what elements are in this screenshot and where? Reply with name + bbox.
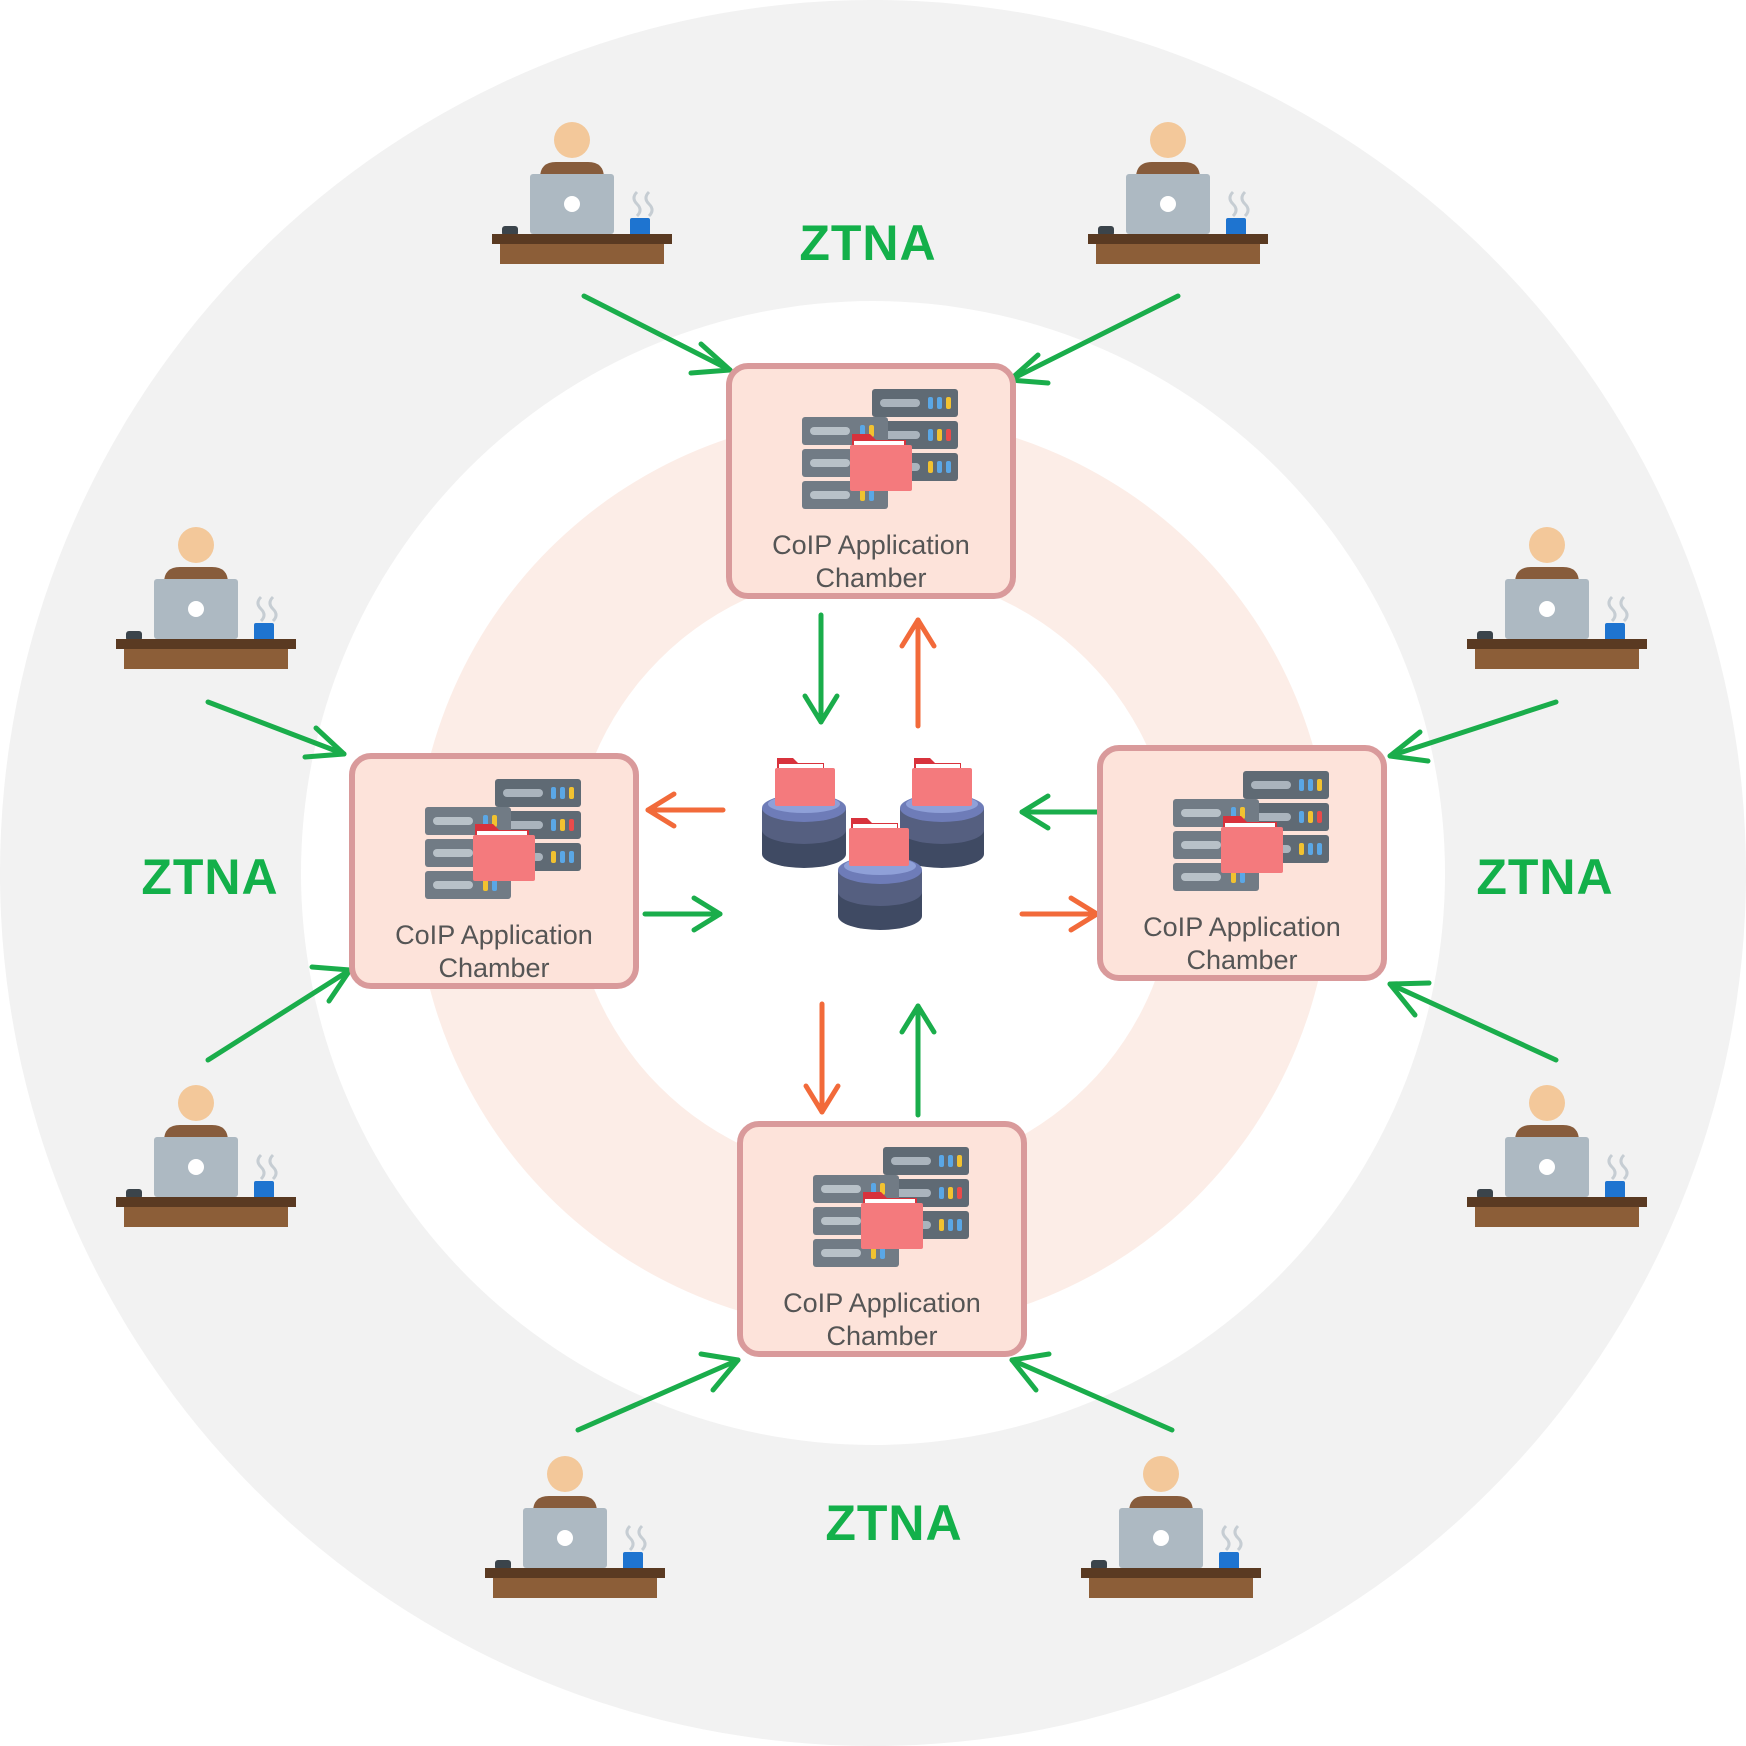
access-arrow [205, 699, 347, 760]
inbound-data-arrow [1019, 793, 1100, 831]
outbound-data-arrow [899, 617, 937, 729]
server-rack-with-folder-icon [425, 779, 581, 899]
access-arrow [581, 293, 733, 376]
access-arrow [575, 1351, 741, 1433]
ztna-label: ZTNA [825, 1495, 963, 1551]
outbound-data-arrow [803, 1001, 841, 1115]
server-rack-with-folder-icon [1173, 771, 1329, 891]
ztna-label: ZTNA [141, 849, 279, 905]
ztna-label: ZTNA [1476, 849, 1614, 905]
inbound-data-arrow [802, 612, 840, 725]
server-rack-with-folder-icon [802, 389, 958, 509]
server-rack-with-folder-icon [813, 1147, 969, 1267]
outbound-data-arrow [645, 791, 726, 829]
ztna-label: ZTNA [799, 215, 937, 271]
inbound-data-arrow [642, 895, 723, 933]
access-arrow [1009, 1351, 1175, 1433]
access-arrow [1387, 980, 1559, 1063]
inbound-data-arrow [899, 1003, 937, 1118]
access-arrow [1387, 699, 1559, 764]
